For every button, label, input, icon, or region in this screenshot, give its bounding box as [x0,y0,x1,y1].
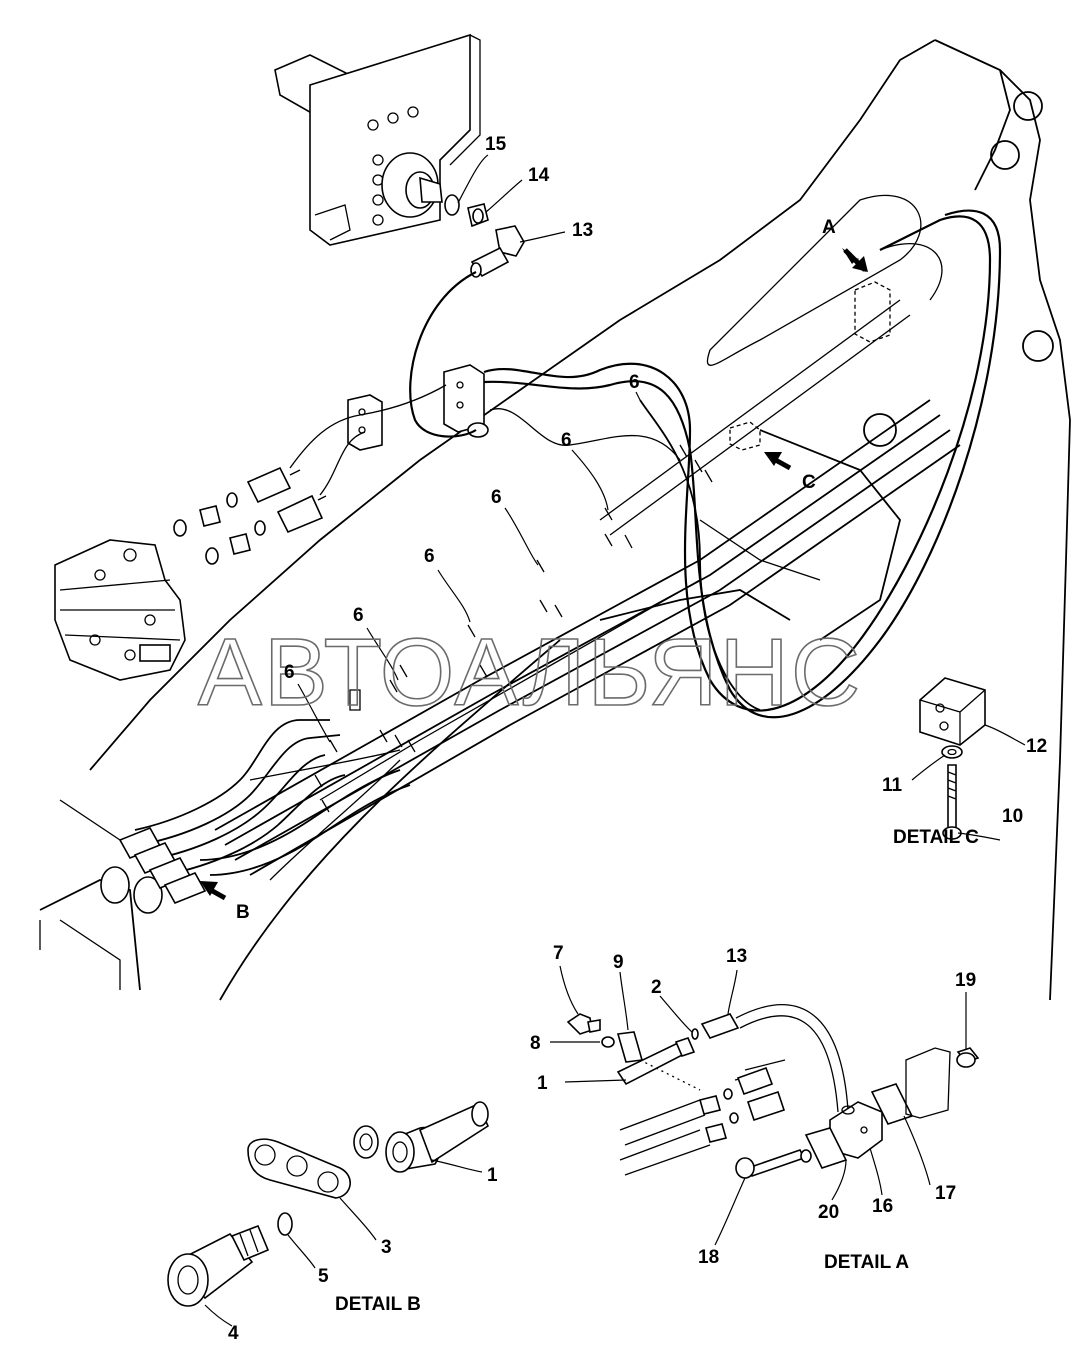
callout-5: 5 [318,1266,329,1287]
detail-a-parts [566,1004,980,1179]
leader-lines [204,154,1026,1327]
detail-b-title: DETAIL B [335,1294,421,1315]
callout-14: 14 [528,165,550,186]
callout-12: 12 [1026,736,1047,757]
callout-6-a: 6 [629,372,640,393]
callout-10: 10 [1002,806,1023,827]
hose-clips [314,444,713,813]
view-letter-a: A [822,217,836,238]
callout-19: 19 [955,970,976,991]
callout-3: 3 [381,1237,392,1258]
callout-7: 7 [553,943,564,964]
boom-frame [39,39,1071,1001]
quick-couplers [100,826,207,914]
detail-a-title: DETAIL A [824,1252,909,1273]
detail-c-title: DETAIL C [893,827,979,848]
hose-clamps [347,364,489,451]
view-letter-b: B [236,902,250,923]
callout-20: 20 [818,1202,839,1223]
detail-b-parts [167,1101,490,1307]
callout-11: 11 [882,775,903,796]
callout-4: 4 [228,1323,239,1344]
callout-1-detail-a: 1 [537,1073,548,1094]
callout-6-e: 6 [353,605,364,626]
watermark-text: АВТОАЛЬЯНС [198,619,862,726]
top-fittings [444,194,525,278]
view-letter-c: C [802,472,816,493]
callout-13-top: 13 [572,220,593,241]
valve-fittings [173,466,327,565]
pump-housing [274,33,481,246]
control-valve-block [54,539,186,681]
view-markers [200,248,891,901]
callout-9: 9 [613,952,624,973]
callout-6-d: 6 [424,546,435,567]
callout-6-b: 6 [561,430,572,451]
callout-16: 16 [872,1196,893,1217]
hydraulic-hoses [134,209,1002,876]
callout-2: 2 [651,977,662,998]
callout-13-detail: 13 [726,946,747,967]
callout-6-c: 6 [491,487,502,508]
callout-6-f: 6 [284,662,295,683]
callout-17: 17 [935,1183,956,1204]
detail-c-parts [919,677,986,840]
callout-8: 8 [530,1033,541,1054]
callout-15: 15 [485,134,507,155]
callout-1-detail-b: 1 [487,1165,498,1186]
callout-18: 18 [698,1247,719,1268]
